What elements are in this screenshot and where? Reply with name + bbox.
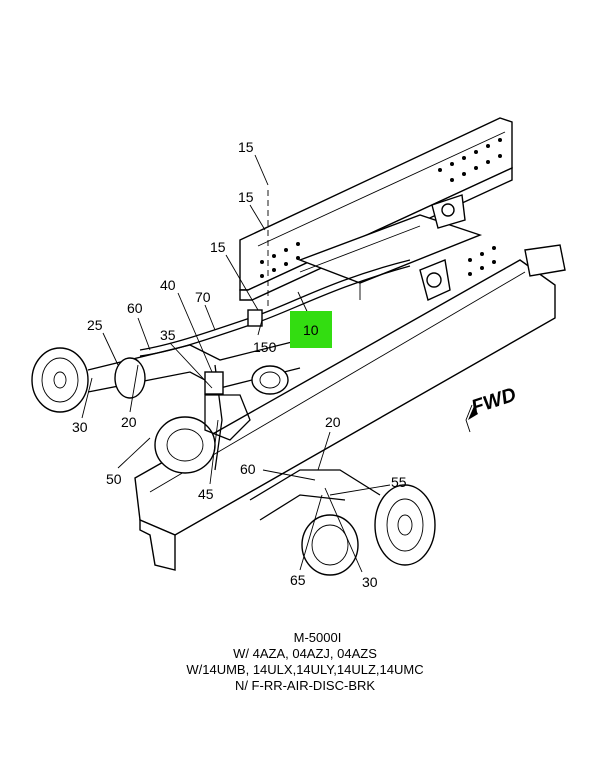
callout-45[interactable]: 45 <box>198 486 214 502</box>
caption-line-3: W/14UMB, 14ULX,14ULY,14ULZ,14UMC <box>186 662 424 677</box>
fwd-label: FWD <box>469 384 519 419</box>
callout-60-right[interactable]: 60 <box>240 461 256 477</box>
lower-frame-rail <box>134 246 556 571</box>
callout-15-top[interactable]: 15 <box>238 139 254 155</box>
callout-25[interactable]: 25 <box>87 317 103 333</box>
callout-60-left[interactable]: 60 <box>127 300 143 316</box>
callout-10-highlight[interactable] <box>290 311 332 348</box>
callout-50[interactable]: 50 <box>106 471 122 487</box>
callout-20-right[interactable]: 20 <box>325 414 341 430</box>
callout-40[interactable]: 40 <box>160 277 176 293</box>
fwd-arrow: FWD <box>465 384 519 433</box>
callout-150[interactable]: 150 <box>253 339 277 355</box>
callout-65[interactable]: 65 <box>290 572 306 588</box>
callout-15-middle[interactable]: 15 <box>238 189 254 205</box>
callout-55[interactable]: 55 <box>391 474 407 490</box>
caption-line-4: N/ F-RR-AIR-DISC-BRK <box>234 678 376 693</box>
caption-line-2: W/ 4AZA, 04AZJ, 04AZS <box>233 646 377 661</box>
suspension-brackets <box>419 194 566 301</box>
cross-member <box>298 214 483 300</box>
parts-diagram: 15 15 15 40 70 60 25 35 10 150 30 20 50 … <box>31 117 566 590</box>
callouts: 15 15 15 40 70 60 25 35 10 150 30 20 50 … <box>72 139 407 590</box>
diagram-caption: M-5000I W/ 4AZA, 04AZJ, 04AZS W/14UMB, 1… <box>0 630 610 694</box>
callout-30-left[interactable]: 30 <box>72 419 88 435</box>
caption-model: M-5000I <box>293 630 342 645</box>
callout-15-bottom[interactable]: 15 <box>210 239 226 255</box>
callout-10[interactable]: 10 <box>303 322 319 338</box>
callout-30-right[interactable]: 30 <box>362 574 378 590</box>
rear-axle-assembly <box>31 339 301 474</box>
leader-lines <box>81 154 391 573</box>
callout-70[interactable]: 70 <box>195 289 211 305</box>
callout-35[interactable]: 35 <box>160 327 176 343</box>
forward-axle-assembly <box>249 469 436 576</box>
callout-20-left[interactable]: 20 <box>121 414 137 430</box>
air-hose <box>139 259 411 471</box>
